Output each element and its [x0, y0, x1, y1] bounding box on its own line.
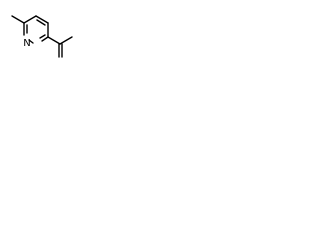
nitrogen-atom-label: N	[23, 38, 30, 49]
ring-inner-double-bond-c5-c6	[39, 34, 46, 39]
ring-bond-c6-n1	[28, 39, 34, 44]
isopropenyl-bond	[47, 36, 61, 45]
ring-bond-c5-c6	[41, 36, 49, 42]
methyl-bond	[11, 15, 25, 24]
chemical-structure-diagram: N	[11, 15, 73, 58]
ring-inner-double-bond-c3-c4	[36, 19, 46, 26]
ring-bond-c2-c3	[23, 15, 37, 24]
ring-bond-c3-c4	[35, 15, 49, 24]
isopropenyl-methyl-bond	[59, 36, 73, 45]
